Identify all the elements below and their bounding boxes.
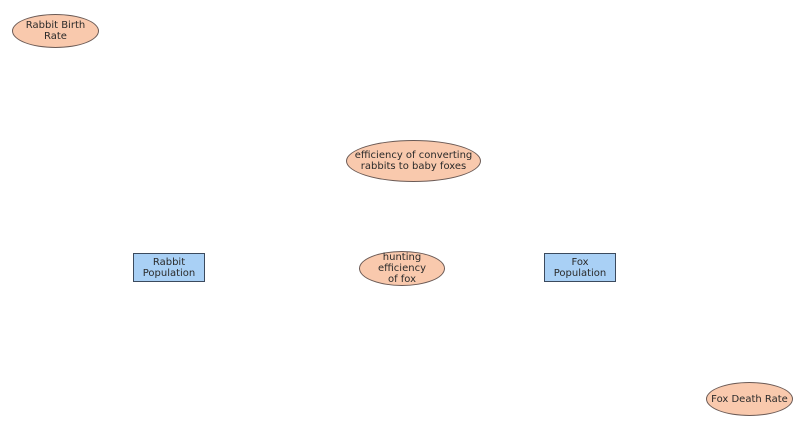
rabbit-population-node[interactable]: Rabbit Population — [133, 253, 205, 282]
efficiency-converting-label: efficiency of converting rabbits to baby… — [354, 150, 473, 172]
rabbit-population-label: Rabbit Population — [142, 256, 196, 279]
hunting-efficiency-node[interactable]: hunting efficiency of fox — [359, 251, 445, 286]
rabbit-birth-rate-label: Rabbit Birth Rate — [25, 20, 86, 42]
fox-population-node[interactable]: Fox Population — [544, 253, 616, 282]
efficiency-converting-node[interactable]: efficiency of converting rabbits to baby… — [346, 140, 481, 182]
fox-death-rate-node[interactable]: Fox Death Rate — [706, 382, 793, 416]
hunting-efficiency-label: hunting efficiency of fox — [377, 252, 426, 285]
fox-death-rate-label: Fox Death Rate — [711, 393, 788, 405]
rabbit-birth-rate-node[interactable]: Rabbit Birth Rate — [12, 14, 99, 48]
fox-population-label: Fox Population — [553, 256, 607, 279]
